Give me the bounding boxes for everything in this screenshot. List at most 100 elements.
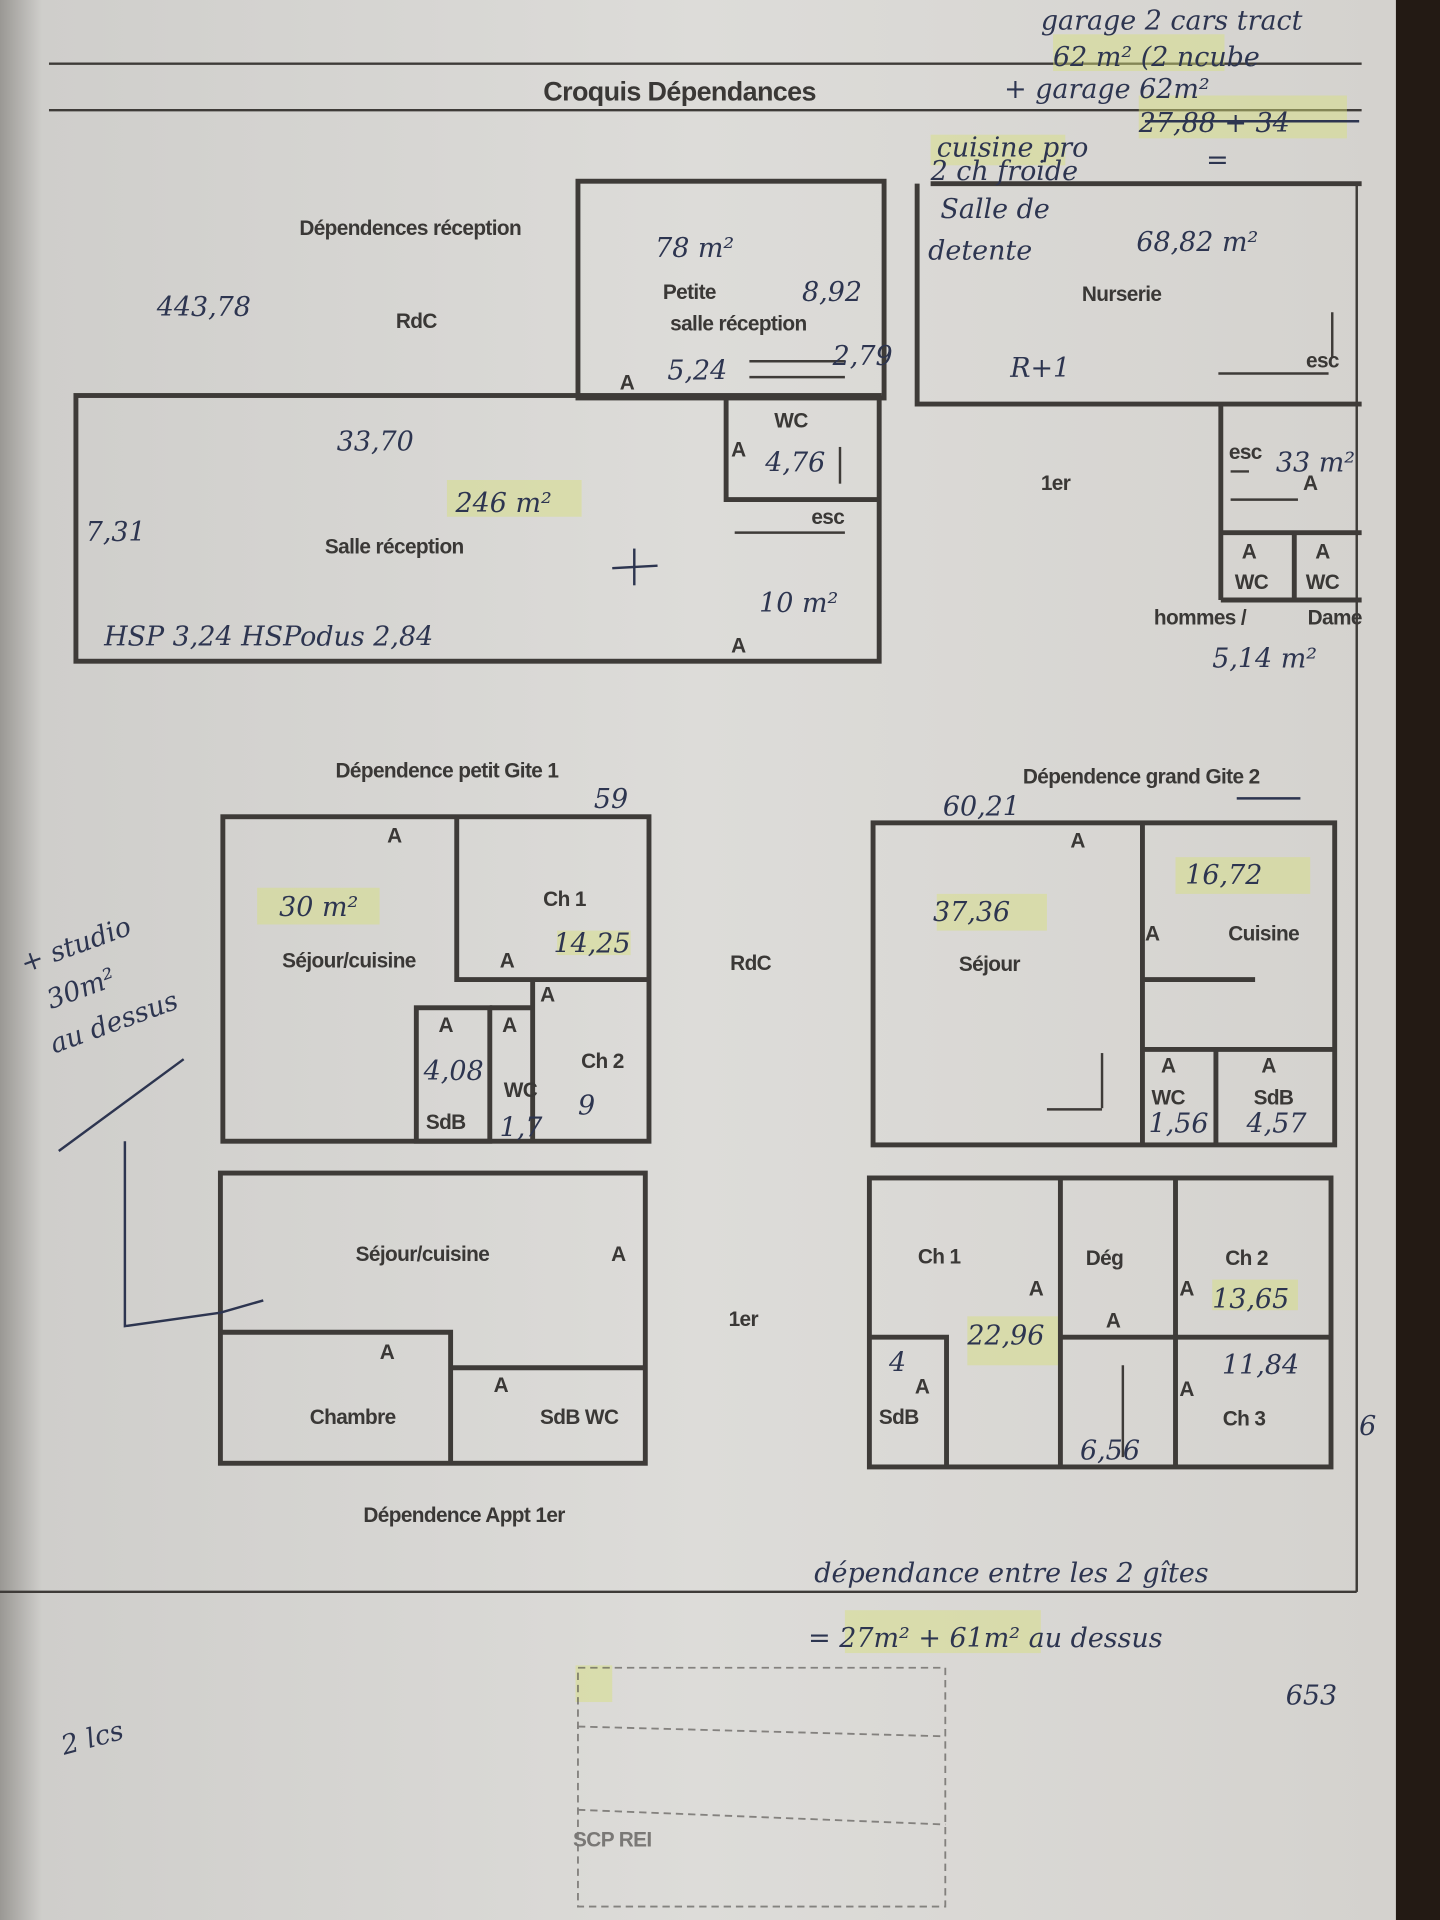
wc-dames-label: WC [1306, 571, 1340, 594]
note-salle-731: 7,31 [86, 517, 146, 548]
note-margin-6: 6 [1359, 1411, 1376, 1442]
note-reception-total: 443,78 [156, 292, 251, 323]
note-detente: detente [928, 236, 1032, 267]
door-marker: A [387, 824, 402, 847]
appt-sejour-label: Séjour/cuisine [356, 1243, 490, 1266]
appt-sdbwc-label: SdB WC [540, 1406, 619, 1429]
appt-plan-walls [217, 1170, 648, 1466]
note-g2-ch1: 22,96 [966, 1320, 1044, 1351]
note-petite-524: 5,24 [667, 356, 727, 387]
note-salle-de: Salle de [940, 194, 1049, 225]
reception-heading: Dépendences réception [299, 217, 521, 240]
gite2-sdb2-label: SdB [879, 1406, 919, 1429]
door-marker: A [1179, 1278, 1194, 1301]
door-marker: A [1315, 540, 1330, 563]
note-cuisine-pro: cuisine pro [937, 133, 1089, 164]
note-garage-extra: + garage 62m² [1004, 74, 1210, 105]
wc-label: WC [774, 409, 808, 432]
note-struck-sum: 27,88 + 34 [1138, 108, 1290, 139]
note-g2-ch3: 11,84 [1222, 1350, 1299, 1381]
stamp-text: SCP REI [573, 1829, 652, 1852]
note-g1-sejour: 30 m² [279, 892, 358, 923]
level-rdc-label: RdC [730, 952, 771, 975]
level-1er-label: 1er [1041, 472, 1071, 495]
door-marker: A [494, 1374, 509, 1397]
note-between-gites: dépendance entre les 2 gîtes [814, 1558, 1208, 1589]
gite1-sejour-label: Séjour/cuisine [282, 949, 416, 972]
salle-reception-label: Salle réception [325, 535, 464, 558]
note-petite-279: 2,79 [832, 341, 893, 372]
note-gite1-total: 59 [594, 784, 628, 815]
gite1-plan-walls [220, 814, 1104, 1144]
note-chambre-froide: 2 ch froide [930, 156, 1078, 187]
nurserie-label: Nurserie [1082, 283, 1162, 306]
door-marker: A [1106, 1309, 1121, 1332]
note-g2-cuisine: 16,72 [1185, 860, 1262, 891]
note-garage-area: 62 m² (2 ncube [1053, 42, 1260, 73]
note-wc-514: 5,14 m² [1212, 643, 1317, 674]
gite2-sdb-label: SdB [1254, 1086, 1294, 1109]
hommes-label: hommes / [1154, 606, 1247, 629]
note-g2-sejour: 37,36 [933, 897, 1010, 928]
gite1-wc-label: WC [504, 1079, 538, 1102]
note-between-areas: = 27m² + 61m² au dessus [808, 1623, 1162, 1654]
gite2-ch1-label: Ch 1 [918, 1246, 961, 1269]
gite2-ch2-label: Ch 2 [1225, 1247, 1268, 1270]
note-salle-3370: 33,70 [337, 427, 414, 458]
pen-strokes [58, 120, 1360, 1328]
gite2-plan-walls [866, 820, 1338, 1470]
gite2-sejour-label: Séjour [959, 953, 1021, 976]
gite1-heading: Dépendence petit Gite 1 [336, 760, 559, 783]
note-petite-892: 8,92 [802, 277, 862, 308]
door-marker: A [1303, 472, 1318, 495]
note-petite-area: 78 m² [655, 233, 734, 264]
note-g1-ch2: 9 [578, 1090, 595, 1121]
stairs-label: esc [1229, 441, 1262, 464]
note-bottom-right: 653 [1286, 1680, 1337, 1711]
door-marker: A [1161, 1055, 1176, 1078]
note-salle-area: 246 m² [455, 488, 552, 519]
door-marker: A [731, 635, 746, 658]
paper-sheet [0, 0, 1396, 1920]
note-wc-476: 4,76 [764, 447, 825, 478]
gite2-heading: Dépendence grand Gite 2 [1023, 766, 1260, 789]
appt-heading: Dépendence Appt 1er [363, 1504, 565, 1527]
note-g2-deg: 6,56 [1080, 1436, 1140, 1467]
gite2-ch3-label: Ch 3 [1223, 1407, 1266, 1430]
gite1-ch1-label: Ch 1 [543, 888, 586, 911]
note-equals: = [1206, 145, 1229, 176]
door-marker: A [1261, 1055, 1276, 1078]
note-g1-sdb: 4,08 [423, 1056, 484, 1087]
door-marker: A [380, 1341, 395, 1364]
appt-chambre-label: Chambre [310, 1406, 396, 1429]
document-title: Croquis Dépendances [543, 76, 816, 106]
note-g1-wc: 1,7 [500, 1112, 544, 1143]
wc-hommes-label: WC [1235, 571, 1269, 594]
reception-plan-walls [73, 178, 1362, 664]
note-detente-area: 68,82 m² [1136, 227, 1258, 258]
note-g2-wc: 1,56 [1149, 1109, 1209, 1140]
gite2-wc-label: WC [1151, 1086, 1185, 1109]
level-1er-label: 1er [729, 1308, 759, 1331]
note-g2-ch2: 13,65 [1212, 1284, 1289, 1315]
office-stamp: SCP REI [573, 1666, 947, 1908]
note-g2-sdb2: 4 [888, 1347, 906, 1378]
door-marker: A [620, 371, 635, 394]
door-marker: A [1029, 1278, 1044, 1301]
door-marker: A [1242, 540, 1257, 563]
note-esc-33: 33 m² [1276, 447, 1355, 478]
note-g1-ch1: 14,25 [553, 929, 630, 960]
gite1-sdb-label: SdB [426, 1111, 466, 1134]
gite1-ch2-label: Ch 2 [581, 1050, 624, 1073]
stairs-label: esc [1306, 349, 1339, 372]
door-marker: A [915, 1375, 930, 1398]
door-marker: A [502, 1014, 517, 1037]
note-garage: garage 2 cars tract [1041, 5, 1303, 36]
level-rdc-label: RdC [396, 310, 437, 333]
door-marker: A [1145, 922, 1160, 945]
petite-salle-label-line2: salle réception [670, 313, 806, 336]
door-marker: A [1070, 829, 1085, 852]
door-marker: A [540, 984, 555, 1007]
note-g2-sdb: 4,57 [1246, 1109, 1308, 1140]
